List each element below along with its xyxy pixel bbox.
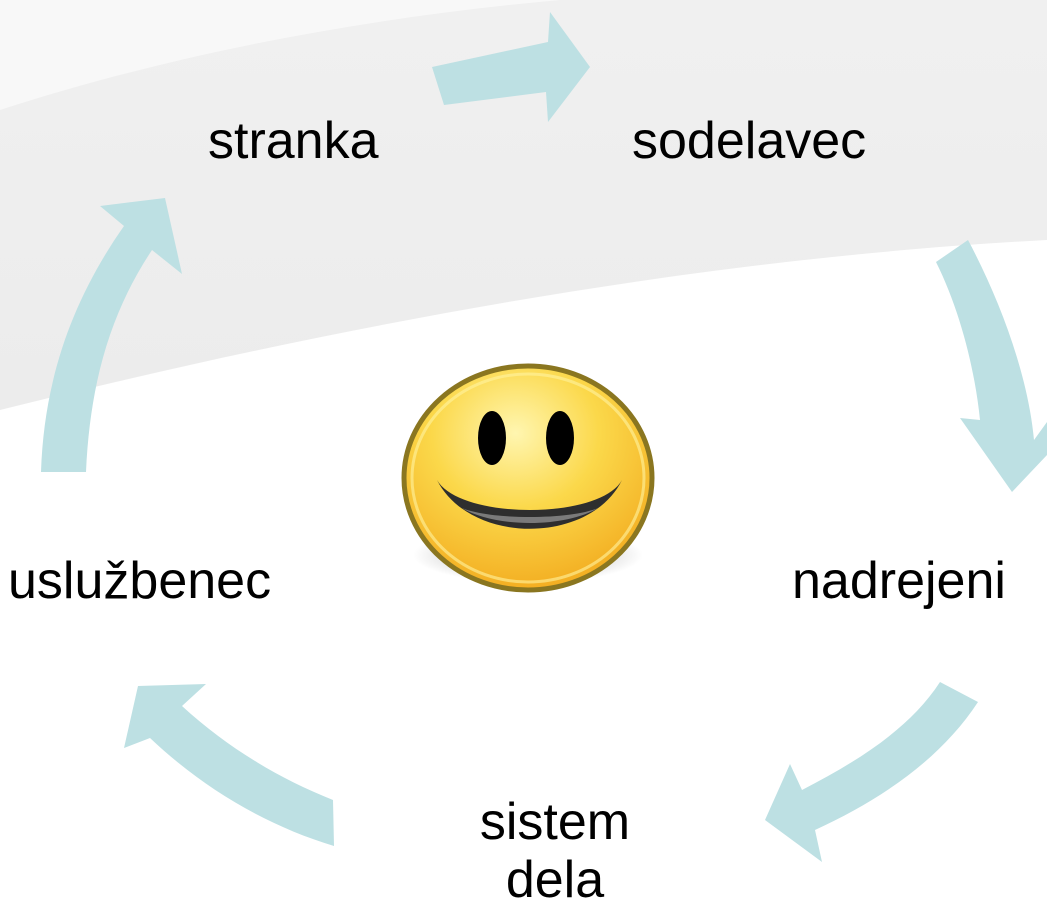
node-label-sistem-dela-line-1: sistem [479,793,631,851]
node-label-nadrejeni: nadrejeni [792,552,1006,610]
node-label-stranka: stranka [208,112,379,170]
arrow-sodelavec-to-nadrejeni [936,240,1047,492]
node-label-sodelavec: sodelavec [632,112,867,170]
node-label-usluzbenec: uslužbenec [8,552,272,610]
arrow-stranka-to-sodelavec [432,12,590,122]
node-label-sistem-dela-line-2: dela [505,851,605,904]
arrow-usluzbenec-to-stranka [41,198,182,472]
arrow-sistem-dela-to-usluzbenec [124,684,334,846]
node-label-sistem-dela: sistem dela [455,793,655,904]
arrow-nadrejeni-to-sistem-dela [765,682,978,862]
smiley-face-icon [401,363,655,593]
